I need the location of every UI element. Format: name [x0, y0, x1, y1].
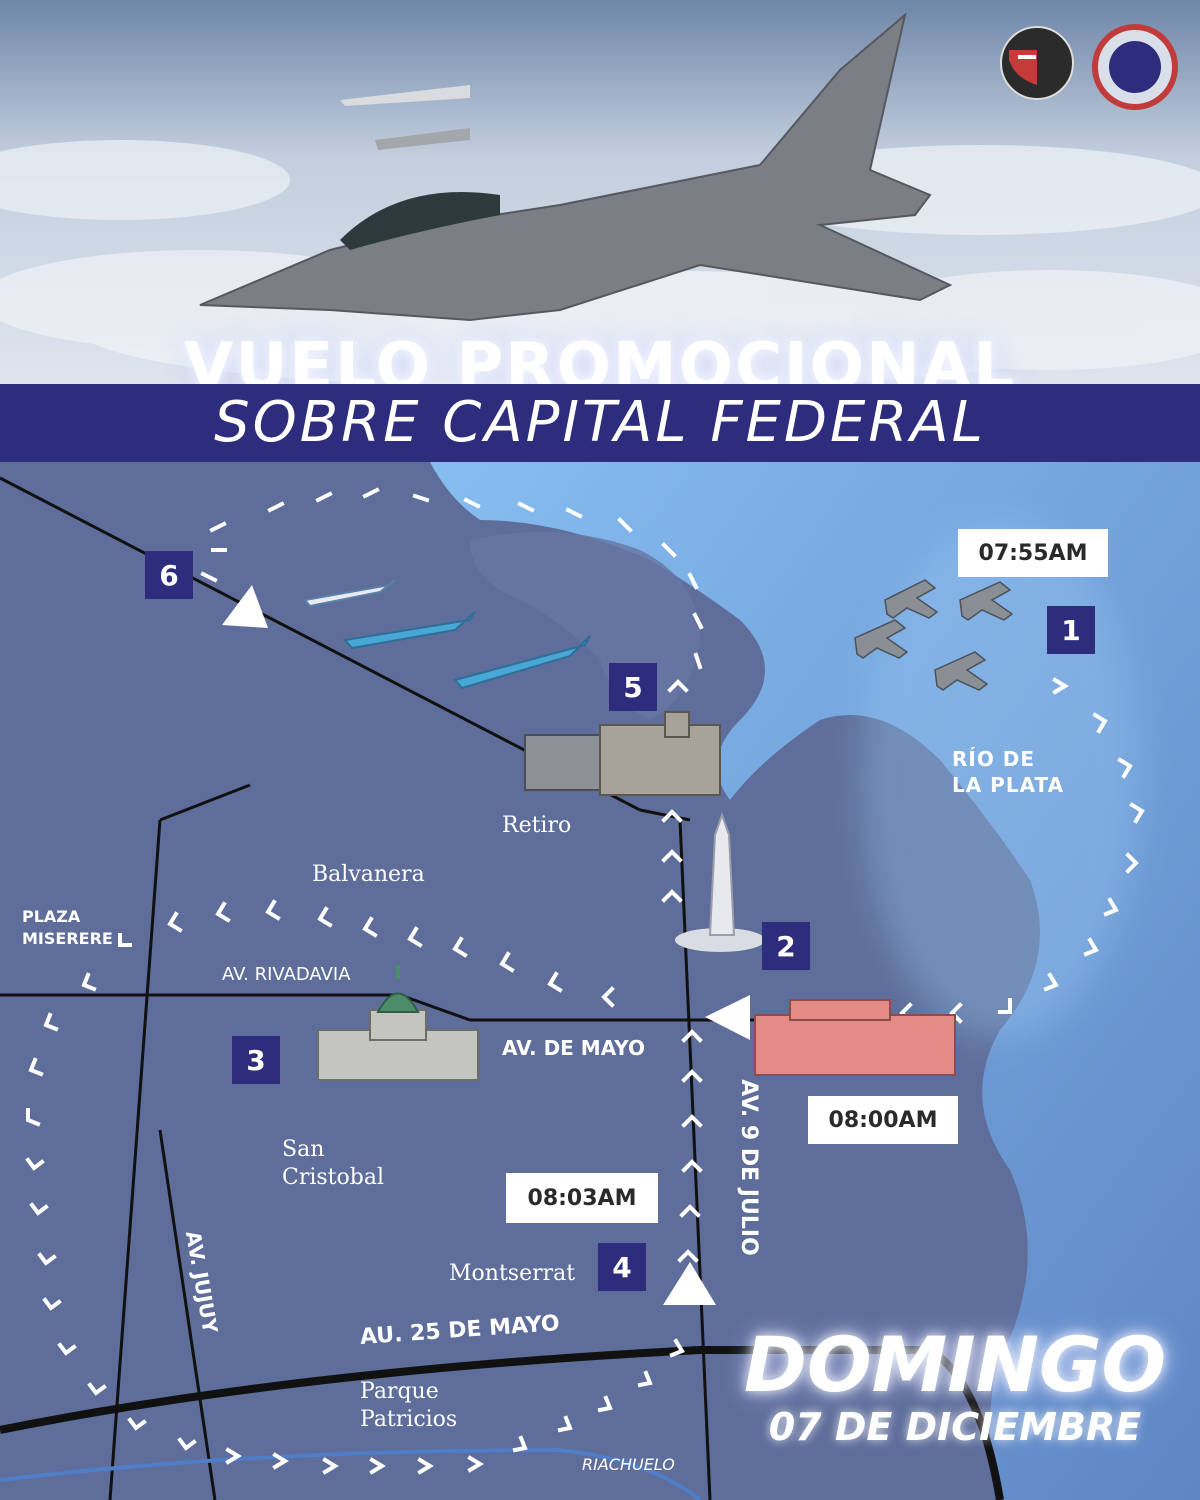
- direction-arrow-icon: [222, 585, 750, 1305]
- label-parque-patricios-line2: Patricios: [360, 1407, 458, 1432]
- label-montserrat: Montserrat: [449, 1261, 576, 1286]
- label-plaza-miserere-line2: MISERERE: [22, 929, 113, 948]
- event-date: 07 DE DICIEMBRE: [768, 1405, 1142, 1449]
- label-retiro: Retiro: [502, 813, 572, 838]
- label-av-9-de-julio: AV. 9 DE JULIO: [735, 1079, 761, 1256]
- time-waypoint-2: 08:00AM: [808, 1096, 958, 1144]
- arrow-waypoint-4: [663, 1262, 716, 1305]
- mission-patch-icon: [1092, 24, 1178, 110]
- label-san-cristobal-line2: Cristobal: [282, 1165, 384, 1190]
- arrow-waypoint-6: [222, 585, 268, 628]
- label-san-cristobal-line1: San: [282, 1137, 325, 1162]
- fighter-formation-icon: [854, 579, 1014, 691]
- waypoint-5-badge: 5: [609, 663, 657, 711]
- squadron-emblem-icon: [1000, 26, 1074, 100]
- congress-icon: [317, 965, 479, 1081]
- street-libertador-end: [639, 808, 691, 822]
- arrow-waypoint-2: [705, 995, 750, 1040]
- time-waypoint-4: 08:03AM: [506, 1173, 658, 1223]
- route-segment-north: [209, 487, 704, 670]
- route-segment-west-turn: [200, 548, 227, 583]
- page-subtitle: SOBRE CAPITAL FEDERAL: [214, 390, 986, 455]
- highway-25-de-mayo: [0, 1346, 1004, 1500]
- waypoint-4-badge: 4: [598, 1243, 646, 1291]
- airliner-icon: [303, 579, 591, 690]
- street-jujuy-west: [108, 819, 162, 1500]
- label-parque-patricios-line1: Parque: [360, 1379, 439, 1404]
- fighter-jet-icon: [199, 12, 953, 322]
- obelisk-icon: [675, 811, 765, 952]
- riachuelo-river: [0, 1447, 702, 1500]
- title-band: [0, 384, 1200, 462]
- street-rivadavia-bend: [399, 993, 471, 1022]
- label-riachuelo: RIACHUELO: [582, 1455, 675, 1474]
- label-av-de-mayo: AV. DE MAYO: [502, 1036, 646, 1060]
- label-rio-de-la-plata-line2: LA PLATA: [952, 773, 1065, 797]
- casa-rosada-icon: [754, 999, 956, 1076]
- waypoint-3-badge: 3: [232, 1036, 280, 1084]
- train-station-icon: [524, 711, 721, 796]
- event-day: DOMINGO: [743, 1320, 1167, 1409]
- label-rio-de-la-plata-line1: RÍO DE: [952, 747, 1036, 771]
- label-plaza-miserere-line1: PLAZA: [22, 907, 81, 926]
- label-balvanera: Balvanera: [312, 862, 425, 887]
- street-jujuy: [158, 1129, 217, 1500]
- waypoint-6-badge: 6: [145, 551, 193, 599]
- street-pueyrredon: [159, 783, 251, 822]
- route-segment-south-loop: [25, 899, 685, 1475]
- time-waypoint-1: 07:55AM: [958, 529, 1108, 577]
- waypoint-2-badge: 2: [762, 922, 810, 970]
- waypoint-1-badge: 1: [1047, 606, 1095, 654]
- label-av-rivadavia: AV. RIVADAVIA: [222, 964, 351, 985]
